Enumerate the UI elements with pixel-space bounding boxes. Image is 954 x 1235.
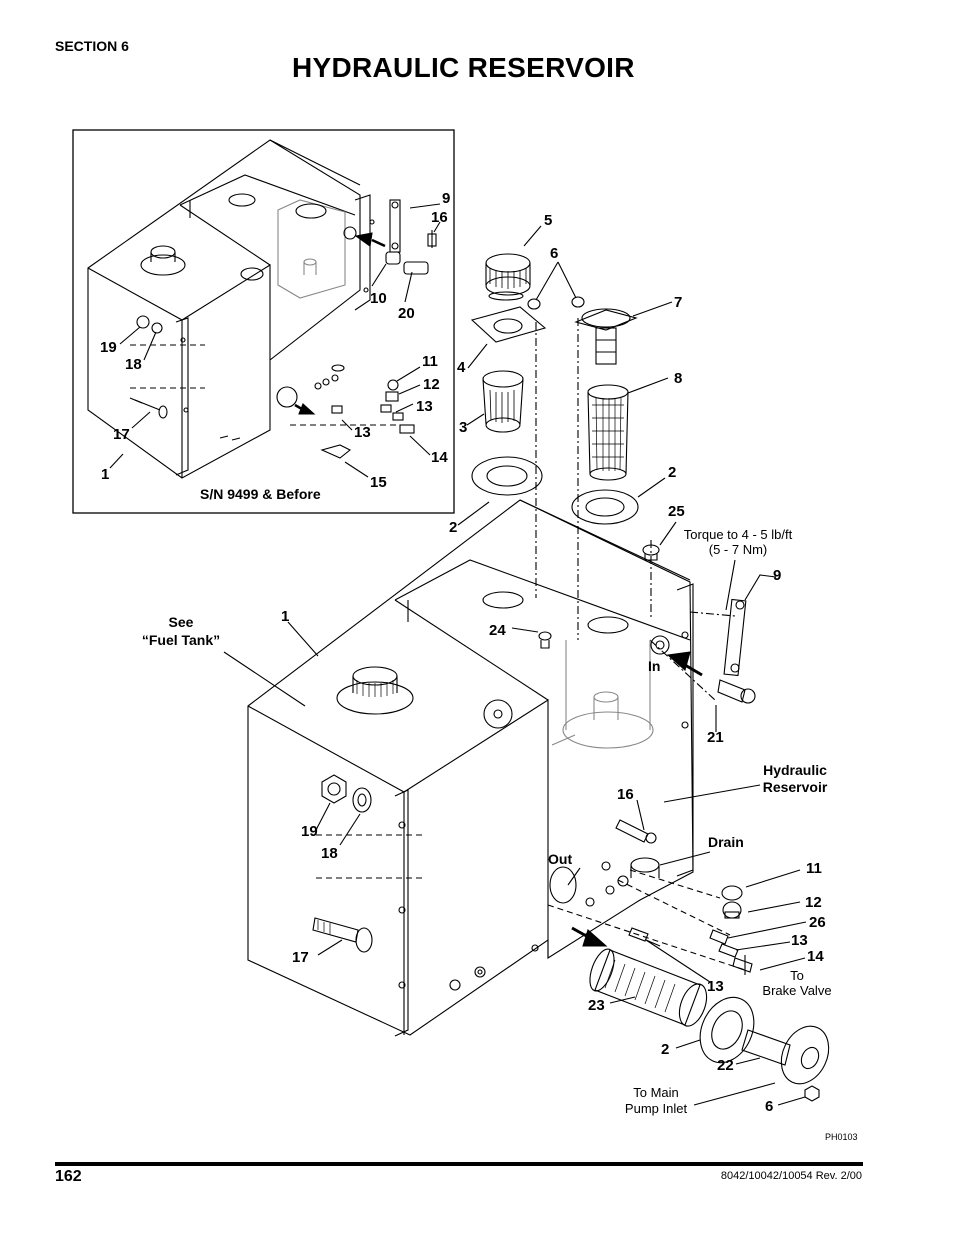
section-label: SECTION 6	[55, 38, 129, 54]
callout-5: 5	[544, 212, 552, 229]
callout-2a: 2	[668, 464, 676, 481]
part-14-tee	[732, 955, 753, 975]
in-port	[650, 635, 670, 655]
callout-inset-11: 11	[422, 353, 438, 370]
callout-inset-15: 15	[370, 474, 387, 491]
to-brake-valve-label-1: To	[790, 968, 804, 983]
callout-19: 19	[301, 823, 318, 840]
callout-inset-10: 10	[370, 290, 387, 307]
part-2-gasket-c	[699, 996, 755, 1064]
to-pump-inlet-label-2: Pump Inlet	[625, 1101, 688, 1116]
callout-inset-13b: 13	[354, 424, 371, 441]
callout-6a: 6	[550, 245, 558, 262]
callout-22: 22	[717, 1057, 734, 1074]
callout-17: 17	[292, 949, 309, 966]
to-brake-valve-label-2: Brake Valve	[762, 983, 831, 998]
callout-25: 25	[668, 503, 685, 520]
part-12-plug	[722, 901, 742, 919]
part-7-breather	[574, 309, 638, 331]
callout-inset-19: 19	[100, 339, 117, 356]
page-title: HYDRAULIC RESERVOIR	[292, 52, 635, 83]
callout-inset-18: 18	[125, 356, 142, 373]
callout-14: 14	[807, 948, 824, 965]
part-11-oring	[721, 885, 743, 901]
part-19-nut	[321, 774, 347, 804]
callout-8: 8	[674, 370, 682, 387]
callout-12: 12	[805, 894, 822, 911]
part-21-fitting	[717, 679, 746, 703]
part-13b-fitting	[628, 927, 649, 942]
see-fuel-tank-label-2: “Fuel Tank”	[142, 632, 220, 648]
hydraulic-reservoir-label-1: Hydraulic	[763, 762, 827, 778]
photo-reference: PH0103	[825, 1132, 858, 1142]
part-5-cap	[485, 253, 531, 273]
callout-11: 11	[806, 860, 822, 877]
callout-inset-13a: 13	[416, 398, 433, 415]
part-2-gasket-b	[571, 489, 639, 525]
out-port	[549, 866, 577, 904]
inset-caption: S/N 9499 & Before	[200, 486, 321, 502]
callout-24: 24	[489, 622, 506, 639]
main-tank	[247, 499, 694, 1036]
part-2-gasket-a	[471, 456, 543, 496]
inset-frame	[72, 129, 455, 514]
callout-1: 1	[281, 608, 289, 625]
part-18-washer	[352, 787, 372, 813]
part-22-outlet	[741, 1029, 791, 1066]
callout-18: 18	[321, 845, 338, 862]
document-reference: 8042/10042/10054 Rev. 2/00	[720, 1170, 862, 1182]
callout-inset-20: 20	[398, 305, 415, 322]
torque-note-1: Torque to 4 - 5 lb/ft	[684, 527, 793, 542]
part-3-strainer	[482, 370, 524, 388]
page-number: 162	[55, 1168, 82, 1185]
callout-inset-17: 17	[113, 426, 130, 443]
callout-inset-14: 14	[431, 449, 448, 466]
hydraulic-reservoir-label-2: Reservoir	[763, 779, 828, 795]
footer-rule	[55, 1162, 863, 1166]
callout-inset-1: 1	[101, 466, 109, 483]
part-25-plug	[642, 544, 660, 556]
callout-21: 21	[707, 729, 724, 746]
callout-inset-9: 9	[442, 190, 450, 207]
part-17-bolt	[312, 917, 359, 943]
callout-16: 16	[617, 786, 634, 803]
part-23-strainer	[594, 949, 701, 1026]
part-4-flange	[470, 306, 547, 343]
callout-4: 4	[457, 359, 466, 376]
callout-23: 23	[588, 997, 605, 1014]
callout-inset-16: 16	[431, 209, 448, 226]
part-13-fitting	[718, 943, 739, 958]
callout-9: 9	[773, 567, 781, 584]
callout-6b: 6	[765, 1098, 773, 1115]
callout-2b: 2	[449, 519, 457, 536]
part-26-fitting	[709, 929, 729, 945]
part-8-filter	[587, 384, 629, 400]
to-pump-inlet-label-1: To Main	[633, 1085, 679, 1100]
torque-note-2: (5 - 7 Nm)	[709, 542, 768, 557]
callout-13a: 13	[791, 932, 808, 949]
callout-inset-12: 12	[423, 376, 440, 393]
drain-label: Drain	[708, 834, 744, 850]
part-16-switch	[615, 819, 649, 843]
callout-7: 7	[674, 294, 682, 311]
callout-2c: 2	[661, 1041, 669, 1058]
in-label: In	[648, 658, 660, 674]
callout-3: 3	[459, 419, 467, 436]
out-label: Out	[548, 851, 572, 867]
part-9-sight-gauge	[723, 598, 747, 677]
callout-13b: 13	[707, 978, 724, 995]
callout-26: 26	[809, 914, 826, 931]
see-fuel-tank-label-1: See	[169, 614, 194, 630]
